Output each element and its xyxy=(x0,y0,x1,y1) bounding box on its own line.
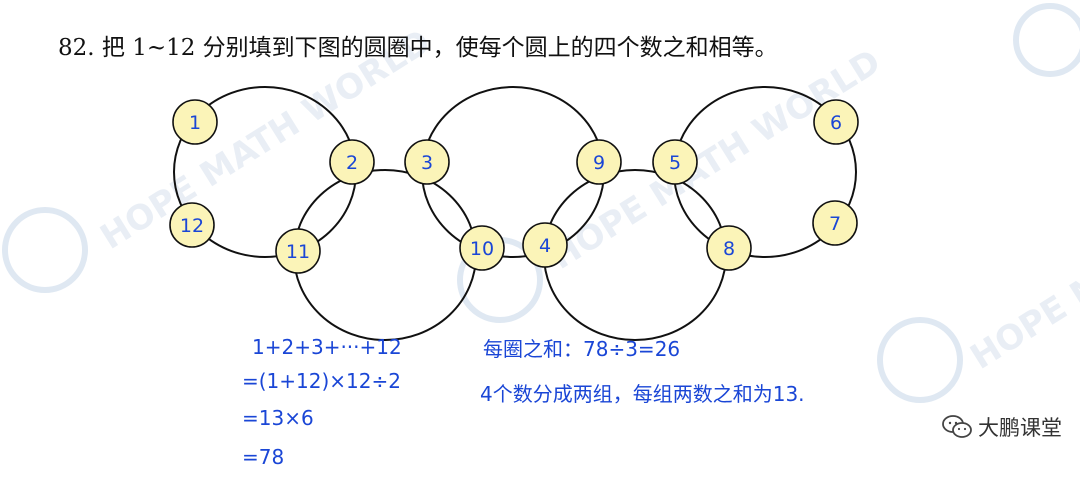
node-label: 1 xyxy=(189,112,201,134)
node-8: 8 xyxy=(706,225,752,271)
node-9: 9 xyxy=(576,139,622,185)
work-left: 1+2+3+···+12 =(1+12)×12÷2 =13×6 =78 xyxy=(242,335,402,469)
node-6: 6 xyxy=(813,99,859,145)
watermark-globe-icon xyxy=(877,317,963,403)
watermark-globe-icon xyxy=(1013,3,1080,77)
brand-badge: 大鹏课堂 xyxy=(942,412,1062,442)
node-label: 5 xyxy=(669,152,681,174)
node-7: 7 xyxy=(812,200,858,246)
node-group: 1 12 2 11 3 10 9 4 5 8 6 7 xyxy=(169,99,859,274)
node-5: 5 xyxy=(652,139,698,185)
wechat-icon xyxy=(942,415,972,438)
watermark-text: HOPE MATH WORLD xyxy=(964,142,1080,378)
node-label: 11 xyxy=(286,241,310,263)
brand-name: 大鹏课堂 xyxy=(978,416,1062,440)
node-11: 11 xyxy=(275,228,321,274)
work-line: =(1+12)×12÷2 xyxy=(242,369,401,393)
node-label: 6 xyxy=(830,112,842,134)
node-label: 4 xyxy=(539,235,551,257)
node-label: 8 xyxy=(723,238,735,260)
node-2: 2 xyxy=(329,139,375,185)
node-3: 3 xyxy=(404,139,450,185)
work-line: =78 xyxy=(242,445,284,469)
node-label: 3 xyxy=(421,152,433,174)
work-line: 每圈之和：78÷3=26 xyxy=(483,337,680,361)
node-label: 2 xyxy=(346,152,358,174)
work-line: =13×6 xyxy=(242,406,314,430)
ring-bottom-left xyxy=(293,169,477,341)
node-label: 12 xyxy=(180,215,204,237)
node-12: 12 xyxy=(169,202,215,248)
node-1: 1 xyxy=(172,99,218,145)
question-text: 82. 把 1~12 分别填到下图的圆圈中，使每个圆上的四个数之和相等。 xyxy=(58,35,778,61)
node-label: 10 xyxy=(470,238,494,260)
node-label: 7 xyxy=(829,213,841,235)
node-10: 10 xyxy=(459,225,505,271)
work-line: 4个数分成两组，每组两数之和为13. xyxy=(480,382,805,406)
ring-top-middle xyxy=(421,86,605,258)
watermark-globe-icon xyxy=(2,207,88,293)
node-label: 9 xyxy=(593,152,605,174)
node-4: 4 xyxy=(522,222,568,268)
work-line: 1+2+3+···+12 xyxy=(252,335,402,359)
work-right: 每圈之和：78÷3=26 4个数分成两组，每组两数之和为13. xyxy=(480,337,805,406)
